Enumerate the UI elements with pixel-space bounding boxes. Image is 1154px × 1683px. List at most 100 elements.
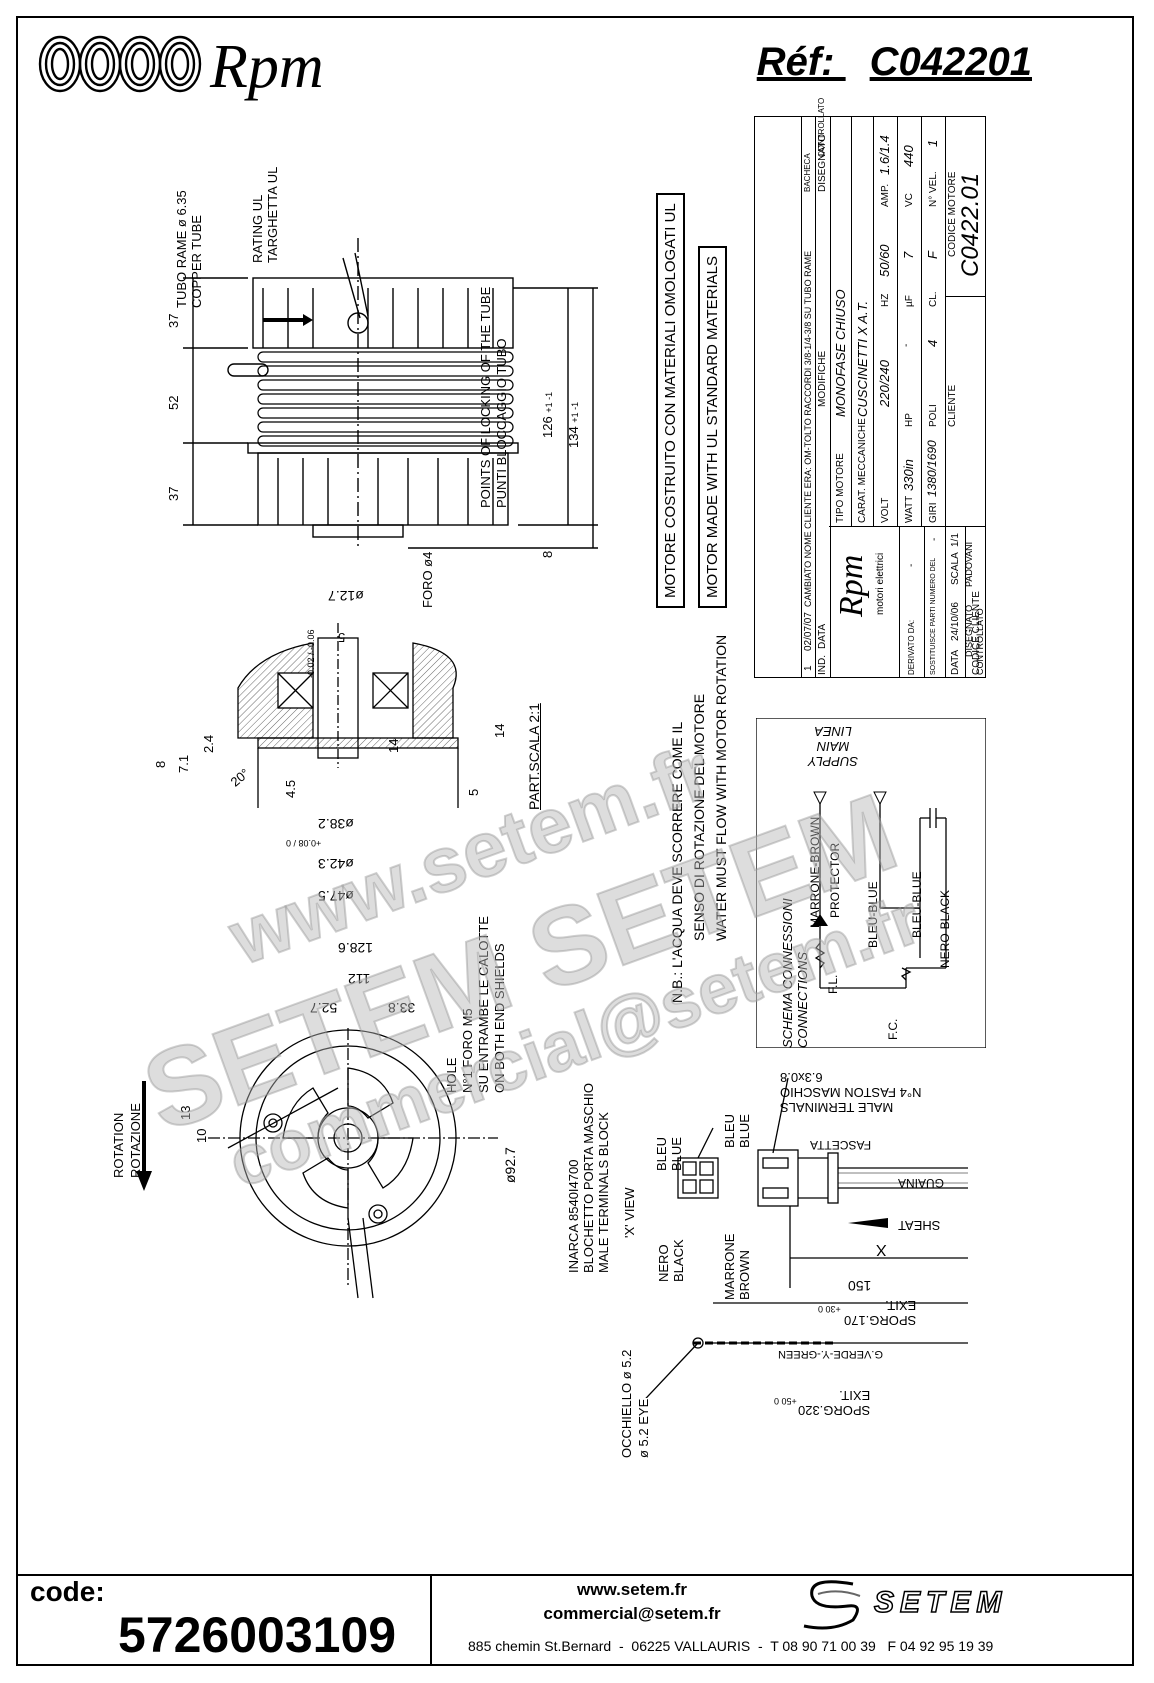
footer-email: commercial@setem.fr [543, 1604, 721, 1623]
bleu-label-a: BLEU BLUE [654, 1137, 684, 1171]
dim-38-2-tol: +0.08 / 0 [286, 838, 322, 848]
watt-row: WATT 330in HP - µF 7 VC 440 [897, 117, 922, 527]
setem-logo: SETEM [798, 1576, 1118, 1632]
dim-10: 10 [194, 1128, 209, 1143]
dim-150: 150 [848, 1278, 872, 1294]
main-supply-label: SUPPLY MAIN LINEA [808, 724, 859, 769]
dim-128-6: 128.6 [338, 940, 374, 956]
dim-112: 112 [348, 971, 371, 987]
footer-code-divider [430, 1574, 432, 1666]
dim-7-1: 7.1 [176, 754, 191, 773]
footer-web: www.setem.fr [577, 1580, 687, 1599]
x-label: X [876, 1241, 887, 1258]
carat-row: CARAT. MECCANICHE CUSCINETTI X A.T. [851, 117, 874, 527]
male-terminals-label: MALE TERMINALS N°4 FASTON MASCHIO 6.3x0.… [780, 1070, 922, 1115]
dim-52: 52 [166, 395, 181, 410]
ref-value: C042201 [869, 40, 1032, 84]
codice-motore-cell: CODICE MOTORE C0422.01 [947, 171, 984, 277]
dim-134: 134 +1 -1 [566, 401, 581, 448]
dim-2-4: 2.4 [201, 734, 216, 753]
fl-label: F.L. [826, 974, 840, 994]
bleu-label-b: BLEU BLUE [722, 1114, 752, 1148]
revision-row: 1 02/07/07 CAMBIATO NOME CLIENTE ERA: OM… [801, 117, 816, 677]
inarca-label: INARCA 8540I4700 BLOCHETTO PORTA MASCHIO… [566, 1083, 611, 1273]
motor-side-view [183, 238, 598, 549]
nero-black-terminal: NERO BLACK [656, 1239, 686, 1282]
bleu-blue-label-2: BLEU-BLUE [910, 871, 924, 938]
data-row: DATA 24/10/06 SCALA 1/1 [945, 526, 966, 677]
ref-label: Réf: [756, 40, 835, 84]
dim-14-outer: 14 [492, 723, 507, 738]
sostituisce-row: SOSTITUISCE PARTI NUMERO DEL - [923, 526, 946, 677]
dim-38-2: ø38.2 [318, 816, 354, 832]
green-wire-label: G.VERDE-Y.-GREEN [778, 1348, 883, 1360]
dim-126: 126 +1 -1 [540, 391, 555, 438]
code-value: 5726003109 [118, 1607, 397, 1663]
section-scale: PART.SCALA 2:1 [526, 703, 542, 810]
exit-320-label: SPORG.320 EXIT. [798, 1388, 871, 1418]
fascetta-label: FASCETTA [810, 1138, 872, 1152]
marrone-brown-label: MARRONE-BROWN [808, 816, 822, 928]
setem-wordmark: SETEM [873, 1585, 1008, 1620]
fc-label: F.C. [886, 1018, 900, 1040]
dim-37-top: 37 [166, 313, 181, 328]
copper-tube-label: TUBO RAME ø 6.35 COPPER TUBE [174, 190, 204, 308]
dim-14-inner: 14 [386, 738, 401, 753]
dim-4-5: 4.5 [283, 779, 298, 798]
footer-contacts: www.setem.fr commercial@setem.fr [432, 1580, 832, 1624]
rotation-arrow-icon [136, 1081, 152, 1191]
water-note: N.B.: L'ACQUA DEVE SCORRERE COME IL SENS… [669, 634, 729, 1003]
cliente-cell: CLIENTE CODICE CLIENTE [945, 296, 985, 675]
title-block: IND. DATA MODIFICHE DISEGNATO CONTROLLAT… [754, 98, 986, 678]
foro-label: FORO ø4 [420, 551, 435, 608]
dim-33-8: 33.8 [388, 1000, 416, 1016]
brand-cell: Rpm motori elettrici [829, 526, 899, 677]
protector-label: PROTECTOR [828, 842, 842, 918]
occhiello-label: OCCHIELLO ø 5.2 ø 5.2 EYE [619, 1349, 651, 1458]
shaft-section-view [237, 623, 459, 808]
locking-points-label: POINTS OF LOCKING OF THE TUBE PUNTI BLOC… [478, 286, 509, 508]
dim-13: 13 [178, 1105, 193, 1120]
footer-address: 885 chemin St.Bernard - 06225 VALLAURIS … [468, 1638, 994, 1654]
x-view-label: 'X' VIEW [622, 1187, 637, 1238]
dim-8-top: 8 [540, 550, 555, 558]
bleu-blue-label-1: BLEU-BLUE [866, 881, 880, 948]
motor-front-view [208, 1028, 498, 1299]
sheat-label: SHEAT [898, 1218, 941, 1233]
derivato-row: DERIVATO DA: - [899, 526, 925, 677]
volt-row: VOLT 220/240 HZ 50/60 AMP. 1.6/1.4 [873, 117, 898, 527]
exit-320-tol: +50 0 [774, 1396, 797, 1406]
dim-37-bottom: 37 [166, 486, 181, 501]
dim-12-7: ø12.7 [328, 588, 364, 604]
code-label: code: [30, 1576, 105, 1607]
brand-name: Rpm [210, 33, 324, 101]
marrone-brown-terminal: MARRONE BROWN [722, 1233, 752, 1300]
reference: Réf: C042201 [757, 40, 1032, 85]
terminal-block-drawing [645, 1077, 968, 1398]
rpm-logo: Rpm [38, 28, 368, 101]
schema-title: SCHEMA CONNESSIONI CONNECTIONS [780, 898, 810, 1048]
exit-170-label: SPORG.170 EXIT. [844, 1298, 917, 1328]
coil-logo-icon [38, 35, 202, 93]
hole-note: HOLE N°1 FORO M5 SU ENTRAMBE LE CALOTTE … [444, 916, 507, 1093]
dim-8-section: 8 [153, 760, 168, 768]
dim-92-7: ø92.7 [502, 1147, 518, 1183]
ul-note-it: MOTORE COSTRUITO CON MATERIALI OMOLOGATI… [656, 193, 685, 608]
dim-47-5: ø47.5 [318, 888, 354, 904]
ul-note-en: MOTOR MADE WITH UL STANDARD MATERIALS [698, 246, 727, 608]
guaina-label: GUAINA [898, 1176, 945, 1190]
nero-black-label: NERO-BLACK [938, 889, 952, 968]
drawing-sheet: Rpm Réf: C042201 [16, 16, 1134, 1666]
rating-ul-label: RATING UL TARGHETTA UL [250, 166, 280, 263]
tipo-row: TIPO MOTORE MONOFASE CHIUSO [829, 117, 852, 527]
dim-12-7-tol: -0.02 / -0.06 [306, 629, 316, 678]
giri-row: GIRI 1380/1690 POLI 4 CL. F N° VEL. 1 [921, 117, 946, 527]
dim-42-3: ø42.3 [318, 856, 354, 872]
dim-52-7: 52.7 [310, 1000, 338, 1016]
exit-170-tol: +30 0 [818, 1304, 841, 1314]
dim-5-section: 5 [338, 630, 346, 645]
dim-5-section-b: 5 [466, 788, 481, 796]
connection-schema [756, 718, 986, 1048]
setem-swoosh-icon [803, 1580, 861, 1630]
footer-rule [18, 1574, 1132, 1576]
